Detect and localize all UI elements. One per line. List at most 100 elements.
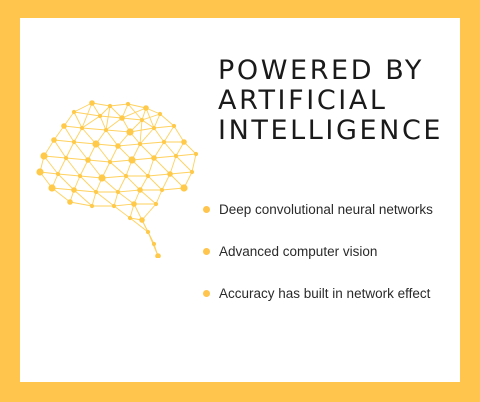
brain-edge xyxy=(69,201,93,207)
brain-node xyxy=(92,140,100,148)
brain-edge xyxy=(63,125,83,129)
brain-edge xyxy=(109,159,133,163)
brain-edge xyxy=(73,189,97,193)
brain-node xyxy=(193,151,199,157)
brain-edge xyxy=(125,175,141,191)
brain-edge xyxy=(109,103,129,107)
brain-edge xyxy=(79,159,89,177)
brain-edge xyxy=(117,175,127,193)
brain-edge xyxy=(81,115,101,129)
brain-edge xyxy=(169,171,193,175)
content-card: POWERED BY ARTIFICIAL INTELLIGENCE Deep … xyxy=(20,18,460,382)
brain-node xyxy=(107,103,113,109)
brain-edge xyxy=(153,113,161,129)
brain-node xyxy=(98,174,106,182)
brain-edge xyxy=(99,105,111,117)
brain-edge xyxy=(73,141,89,161)
brain-edge xyxy=(127,103,143,121)
brain-node xyxy=(71,187,77,193)
brain-edge xyxy=(65,157,89,161)
brain-edge xyxy=(51,187,71,203)
headline-line-2: ARTIFICIAL xyxy=(218,85,388,116)
brain-node xyxy=(127,215,133,221)
brain-node xyxy=(123,173,129,179)
brain-edge xyxy=(73,111,101,117)
brain-node xyxy=(40,152,48,160)
brain-node xyxy=(171,123,177,129)
brain-node xyxy=(125,101,131,107)
brain-edge xyxy=(105,117,123,131)
brain-edge xyxy=(117,189,141,193)
brain-edge xyxy=(175,153,197,157)
brain-edge xyxy=(159,113,175,127)
brain-edge xyxy=(153,125,175,129)
brain-node xyxy=(71,109,77,115)
brain-edge xyxy=(95,143,111,163)
brain-edge xyxy=(43,155,67,159)
brain-edge xyxy=(63,125,75,143)
feature-text: Accuracy has built in network effect xyxy=(219,286,431,301)
brain-edge xyxy=(57,157,67,175)
bullet-dot-icon xyxy=(203,290,210,297)
brain-node xyxy=(167,171,173,177)
brain-network-icon xyxy=(36,100,199,258)
brain-edge xyxy=(65,141,75,159)
brain-node xyxy=(173,153,179,159)
bullet-dot-icon xyxy=(203,206,210,213)
brain-edge xyxy=(139,143,155,159)
bullet-dot-icon xyxy=(203,248,210,255)
brain-edge xyxy=(163,125,175,143)
brain-node xyxy=(103,127,109,133)
brain-edge xyxy=(81,102,93,129)
brain-edge xyxy=(147,173,171,177)
brain-edge xyxy=(95,191,115,207)
brain-node xyxy=(89,203,95,209)
brain-node xyxy=(97,113,103,119)
brain-node xyxy=(180,184,188,192)
brain-edge xyxy=(121,117,143,121)
brain-node xyxy=(79,125,85,131)
brain-node xyxy=(131,201,137,207)
brain-edge xyxy=(113,205,131,219)
brain-edge xyxy=(127,103,147,109)
brain-edge xyxy=(163,141,177,157)
brain-edge xyxy=(53,125,65,141)
feature-text: Advanced computer vision xyxy=(219,244,378,259)
brain-edge xyxy=(99,115,107,131)
brain-edge xyxy=(105,129,119,147)
brain-node xyxy=(71,139,77,145)
brain-edge xyxy=(121,107,147,119)
feature-item: Deep convolutional neural networks xyxy=(203,202,433,244)
brain-edge xyxy=(175,155,193,173)
brain-node xyxy=(157,111,163,117)
brain-node xyxy=(137,187,143,193)
brain-node xyxy=(93,189,99,195)
brain-edge xyxy=(73,141,97,145)
brain-edge xyxy=(43,155,59,175)
brain-node xyxy=(126,128,134,136)
headline-line-3: INTELLIGENCE xyxy=(218,115,444,146)
brain-node xyxy=(36,168,44,176)
brain-node xyxy=(115,189,121,195)
feature-text: Deep convolutional neural networks xyxy=(219,202,433,217)
brain-node xyxy=(159,187,165,193)
brain-edge xyxy=(153,127,165,143)
brain-node xyxy=(89,100,95,106)
brain-edge xyxy=(109,105,123,119)
brain-edge xyxy=(133,203,143,221)
brain-node xyxy=(128,156,136,164)
brain-edge xyxy=(139,119,143,145)
brain-node xyxy=(181,139,187,145)
brain-node xyxy=(51,137,57,143)
brain-edge xyxy=(113,191,119,207)
brain-edge xyxy=(73,127,83,143)
brain-edge xyxy=(73,111,83,129)
brain-edge xyxy=(169,155,177,175)
brain-edge xyxy=(57,173,81,177)
brain-node xyxy=(77,173,83,179)
feature-item: Advanced computer vision xyxy=(203,244,433,286)
brain-edge xyxy=(153,141,165,159)
brain-edge xyxy=(183,141,197,155)
brain-node xyxy=(153,201,159,207)
